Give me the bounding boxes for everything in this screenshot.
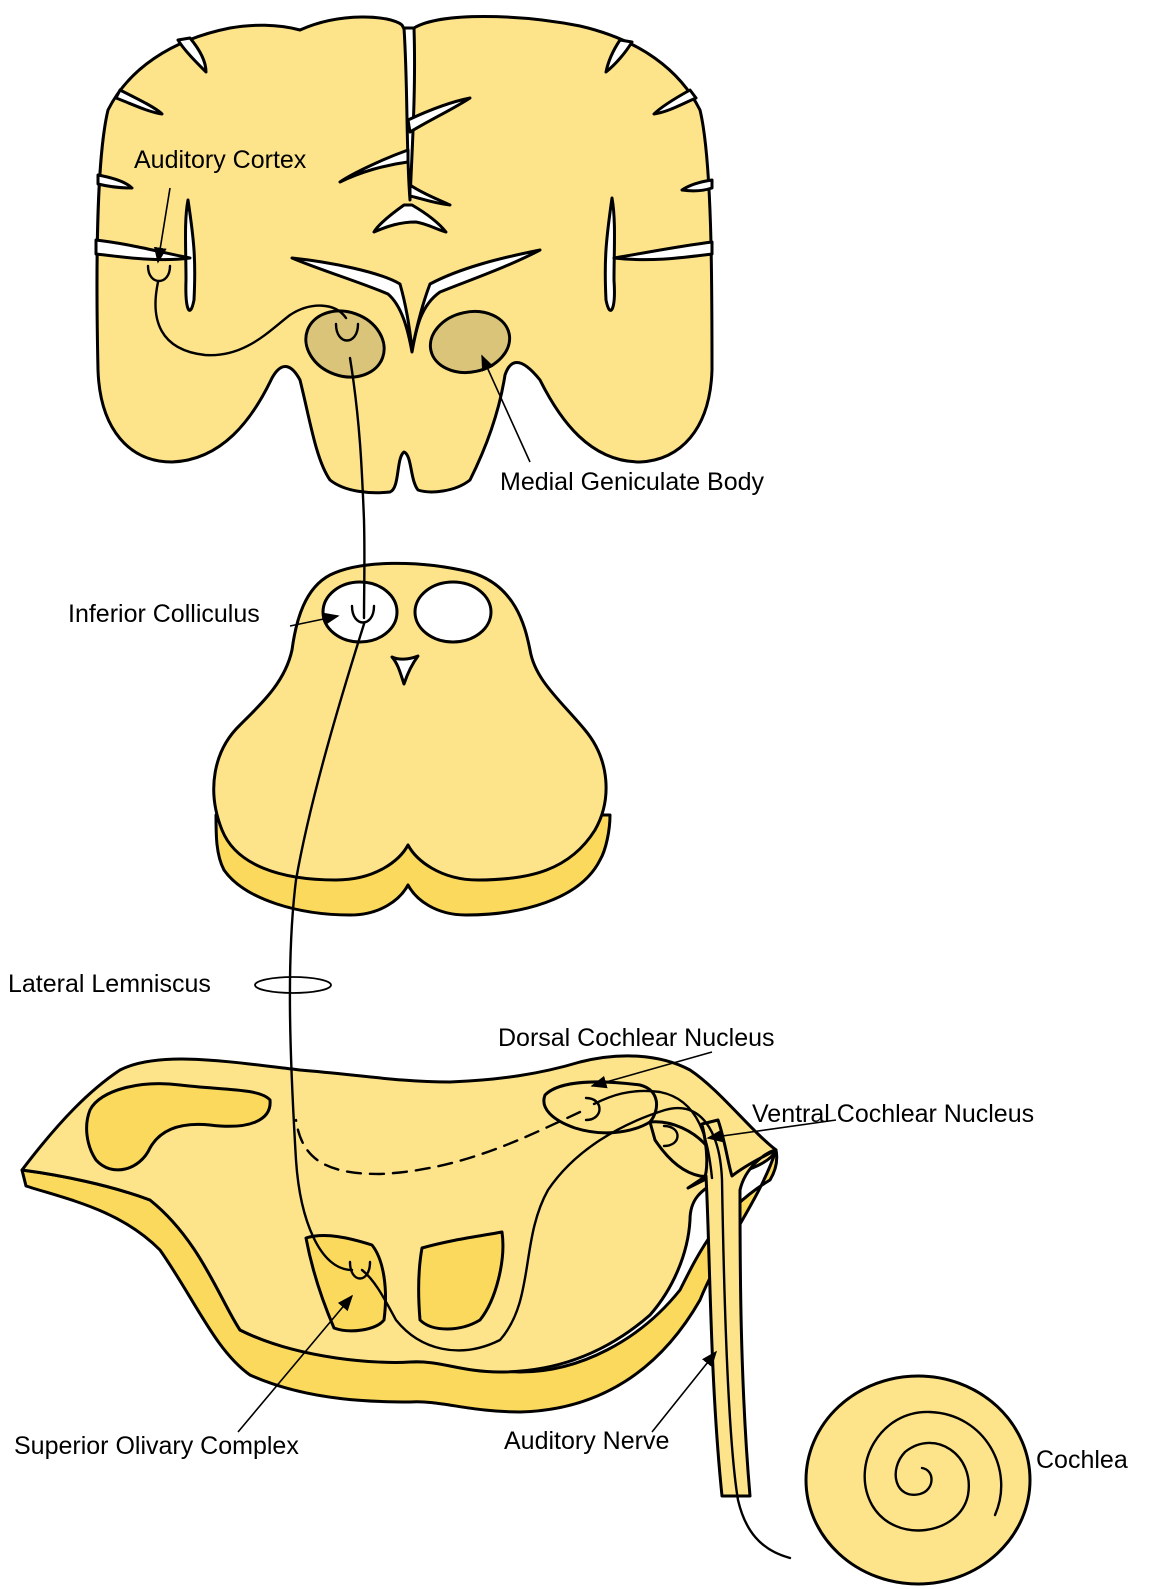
label-medial-geniculate-body: Medial Geniculate Body [500,468,765,496]
cochlea [806,1376,1030,1584]
label-dorsal-cochlear-nucleus: Dorsal Cochlear Nucleus [498,1024,775,1052]
label-superior-olivary-complex: Superior Olivary Complex [14,1432,299,1460]
cochlea-outline [806,1376,1030,1584]
midbrain-outline [214,563,606,880]
label-lateral-lemniscus: Lateral Lemniscus [8,970,211,998]
inferior-colliculus-right [415,582,491,642]
lateral-lemniscus-marker [255,977,331,993]
label-ventral-cochlear-nucleus: Ventral Cochlear Nucleus [752,1100,1034,1128]
label-auditory-cortex: Auditory Cortex [134,146,307,174]
cerebrum-section [96,17,712,493]
leader-auditory-nerve [652,1352,716,1432]
midbrain-section [214,563,610,915]
label-auditory-nerve: Auditory Nerve [504,1427,669,1455]
label-cochlea: Cochlea [1036,1446,1128,1474]
label-inferior-colliculus: Inferior Colliculus [68,600,260,628]
